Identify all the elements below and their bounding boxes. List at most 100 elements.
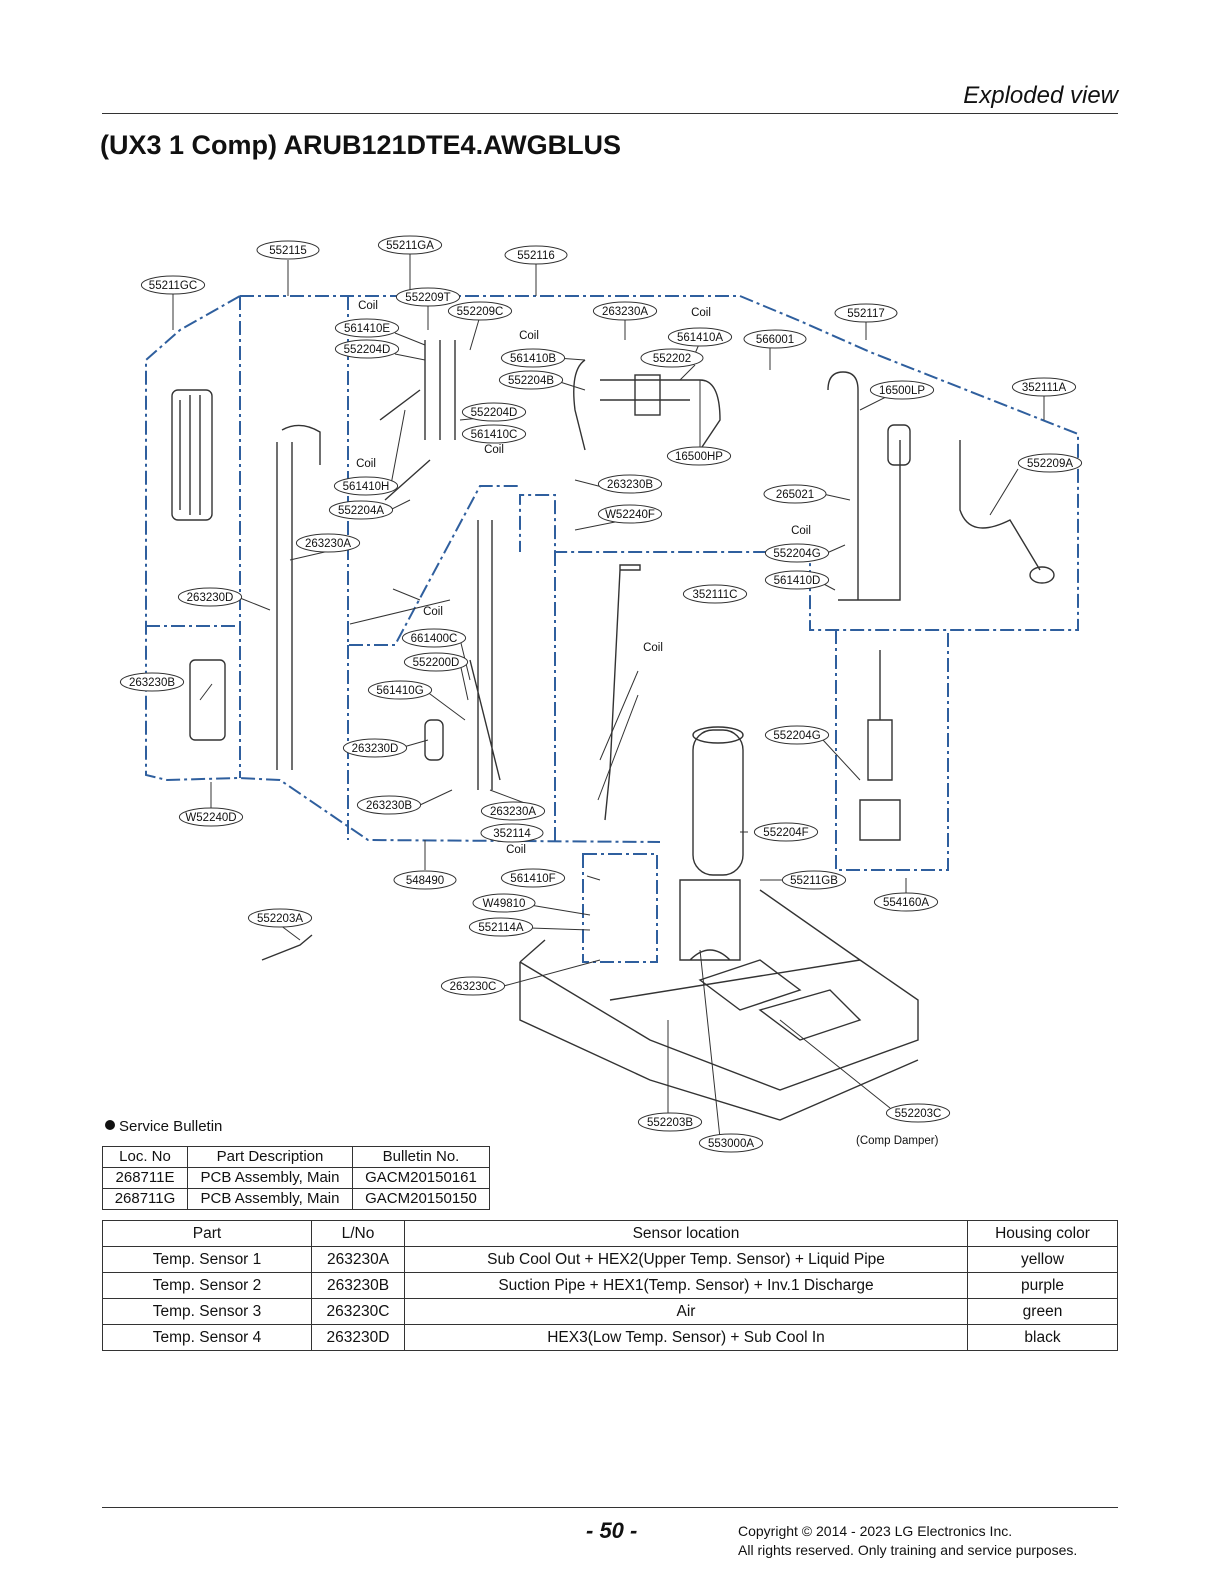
part-callout: 561410A bbox=[667, 327, 733, 347]
callout-ellipse bbox=[447, 301, 513, 321]
column-header: Part Description bbox=[187, 1146, 353, 1168]
group-boundary-oil bbox=[835, 630, 949, 871]
table-cell: PCB Assembly, Main bbox=[187, 1167, 353, 1189]
callout-ellipse bbox=[377, 235, 443, 255]
callout-ellipse bbox=[743, 329, 807, 349]
callout-ellipse bbox=[597, 504, 663, 524]
part-callout: 55211GC bbox=[140, 275, 206, 295]
part-callout: 561410B bbox=[500, 348, 566, 368]
service-bulletin-table: Loc. No Part Description Bulletin No. 26… bbox=[102, 1146, 490, 1210]
heat-exchanger-tubes bbox=[179, 395, 201, 515]
callout-ellipse bbox=[667, 327, 733, 347]
column-header: Loc. No bbox=[102, 1146, 188, 1168]
table-cell: GACM20150150 bbox=[352, 1188, 490, 1210]
part-callout: 561410D bbox=[764, 570, 830, 590]
group-boundary-accum bbox=[347, 296, 520, 840]
callout-label: 561410D bbox=[774, 575, 821, 587]
part-callout: W49810 bbox=[472, 893, 536, 913]
callout-ellipse bbox=[498, 370, 564, 390]
part-callout: 263230A bbox=[480, 801, 546, 821]
callout-ellipse bbox=[504, 245, 568, 265]
part-callout: 552204G bbox=[764, 543, 830, 563]
callout-label: 352111A bbox=[1022, 382, 1067, 394]
part-callout: 263230C bbox=[440, 976, 506, 996]
part-callout: 561410F bbox=[500, 868, 566, 888]
callout-label: 552209A bbox=[1027, 458, 1073, 470]
base-cutouts bbox=[698, 959, 862, 1041]
header-rule bbox=[102, 113, 1118, 114]
callout-ellipse bbox=[597, 474, 663, 494]
callout-label: 552203B bbox=[647, 1117, 693, 1129]
callout-ellipse bbox=[342, 738, 408, 758]
callout-label: 552209C bbox=[457, 306, 504, 318]
coil-label: Coil bbox=[519, 330, 539, 342]
table-row: 268711E PCB Assembly, Main GACM20150161 bbox=[102, 1167, 490, 1189]
table-header-row: Loc. No Part Description Bulletin No. bbox=[102, 1146, 490, 1168]
sensor-bulb-right bbox=[1029, 566, 1055, 584]
callout-ellipse bbox=[334, 339, 400, 359]
callout-ellipse bbox=[401, 628, 467, 648]
callout-label: 263230B bbox=[129, 677, 175, 689]
callout-label: 554160A bbox=[883, 897, 929, 909]
coil-label: Coil bbox=[791, 525, 811, 537]
callout-ellipse bbox=[403, 652, 469, 672]
part-callout: 552202 bbox=[640, 348, 704, 368]
callout-label: W49810 bbox=[483, 898, 526, 910]
callout-label: 561410A bbox=[677, 332, 723, 344]
accumulator-pipes bbox=[379, 340, 456, 501]
table-cell: green bbox=[967, 1298, 1118, 1325]
table-cell: Temp. Sensor 1 bbox=[102, 1246, 312, 1273]
part-callout: 561410G bbox=[367, 680, 433, 700]
callout-ellipse bbox=[500, 868, 566, 888]
part-callout: W52240D bbox=[178, 807, 244, 827]
callout-label: 352111C bbox=[693, 589, 738, 601]
column-header: Part bbox=[102, 1220, 312, 1247]
callout-ellipse bbox=[753, 822, 819, 842]
oil-separator bbox=[859, 650, 901, 841]
callout-ellipse bbox=[395, 287, 461, 307]
part-callout: 552114A bbox=[468, 917, 534, 937]
subcooler bbox=[189, 659, 226, 741]
callout-ellipse bbox=[256, 240, 320, 260]
part-callout: 552117 bbox=[834, 303, 898, 323]
callout-label: 55211GB bbox=[790, 875, 838, 887]
part-callout: 552204D bbox=[461, 402, 527, 422]
coil-label: Coil bbox=[423, 606, 443, 618]
callout-ellipse bbox=[764, 543, 830, 563]
coil-label: Coil bbox=[691, 307, 711, 319]
part-callout: 552204B bbox=[498, 370, 564, 390]
callout-label: W52240F bbox=[605, 509, 655, 521]
column-header: L/No bbox=[311, 1220, 405, 1247]
callout-ellipse bbox=[834, 303, 898, 323]
part-callout: 561410E bbox=[334, 318, 400, 338]
part-callout: 561410H bbox=[333, 476, 399, 496]
callout-label: 263230A bbox=[490, 806, 536, 818]
valve-body bbox=[634, 374, 661, 416]
callout-ellipse bbox=[640, 348, 704, 368]
callout-ellipse bbox=[119, 672, 185, 692]
callout-label: 552203A bbox=[257, 913, 303, 925]
column-header: Housing color bbox=[967, 1220, 1118, 1247]
callout-label: W52240D bbox=[185, 812, 236, 824]
bullet-dot-icon bbox=[105, 1120, 115, 1130]
callout-label: 263230D bbox=[352, 743, 399, 755]
accumulator-assembly bbox=[469, 520, 501, 790]
table-row: 268711G PCB Assembly, Main GACM20150150 bbox=[102, 1188, 490, 1210]
table-row: Temp. Sensor 4 263230D HEX3(Low Temp. Se… bbox=[102, 1324, 1118, 1351]
callout-label: 552200D bbox=[413, 657, 460, 669]
table-cell: 268711E bbox=[102, 1167, 188, 1189]
callout-ellipse bbox=[393, 870, 457, 890]
callout-ellipse bbox=[177, 587, 243, 607]
callout-label: 566001 bbox=[756, 334, 794, 346]
table-cell: PCB Assembly, Main bbox=[187, 1188, 353, 1210]
sensor-assembly-right bbox=[959, 440, 1041, 571]
table-cell: 263230A bbox=[311, 1246, 405, 1273]
table-row: Temp. Sensor 2 263230B Suction Pipe + HE… bbox=[102, 1272, 1118, 1299]
table-cell: Temp. Sensor 4 bbox=[102, 1324, 312, 1351]
table-cell: 263230B bbox=[311, 1272, 405, 1299]
table-cell: black bbox=[967, 1324, 1118, 1351]
table-row: Temp. Sensor 1 263230A Sub Cool Out + HE… bbox=[102, 1246, 1118, 1273]
callout-label: 548490 bbox=[406, 875, 444, 887]
part-callout: 16500LP bbox=[869, 380, 935, 400]
